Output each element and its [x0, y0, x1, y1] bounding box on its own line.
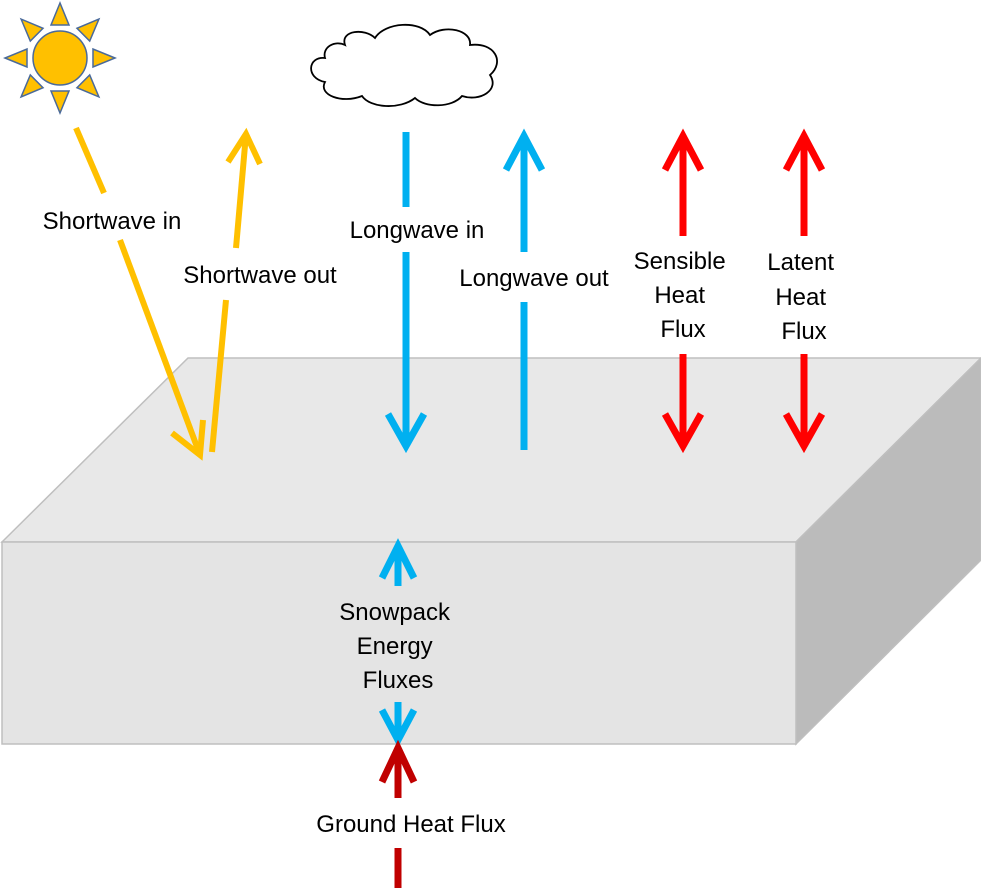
- latent-heat-label: Latent Heat Flux: [767, 249, 840, 345]
- snowpack-block: [0, 356, 981, 746]
- ground-heat-arrow: [378, 739, 418, 888]
- longwave-out-label: Longwave out: [459, 265, 609, 292]
- shortwave-in-arrow: [73, 126, 206, 461]
- longwave-out-arrow: [502, 128, 546, 450]
- snowpack-flux-arrow: [378, 538, 418, 748]
- ground-heat-label: Ground Heat Flux: [316, 811, 505, 838]
- sensible-heat-label-line3: Flux: [660, 316, 705, 343]
- sun-icon: [3, 1, 117, 115]
- latent-heat-label-line2: Heat: [775, 284, 826, 311]
- longwave-in-arrow: [384, 132, 428, 454]
- sensible-heat-label: Sensible Heat Flux: [634, 248, 733, 343]
- snowpack-flux-label-line2: Energy: [357, 633, 433, 660]
- latent-heat-label-line3: Flux: [781, 318, 826, 345]
- latent-heat-label-line1: Latent: [767, 249, 834, 276]
- shortwave-out-label: Shortwave out: [183, 262, 337, 289]
- shortwave-out-arrow: [209, 127, 263, 453]
- shortwave-in-label: Shortwave in: [43, 208, 182, 235]
- sensible-heat-label-line2: Heat: [654, 282, 705, 309]
- snowpack-flux-label: Snowpack Energy Fluxes: [339, 599, 456, 694]
- latent-heat-arrow: [782, 128, 826, 454]
- snowpack-flux-label-line3: Fluxes: [363, 667, 434, 694]
- snowpack-flux-label-line1: Snowpack: [339, 599, 451, 626]
- cloud-icon: [310, 23, 498, 107]
- sensible-heat-arrow: [661, 128, 705, 454]
- sensible-heat-label-line1: Sensible: [634, 248, 726, 275]
- longwave-in-label: Longwave in: [350, 217, 485, 244]
